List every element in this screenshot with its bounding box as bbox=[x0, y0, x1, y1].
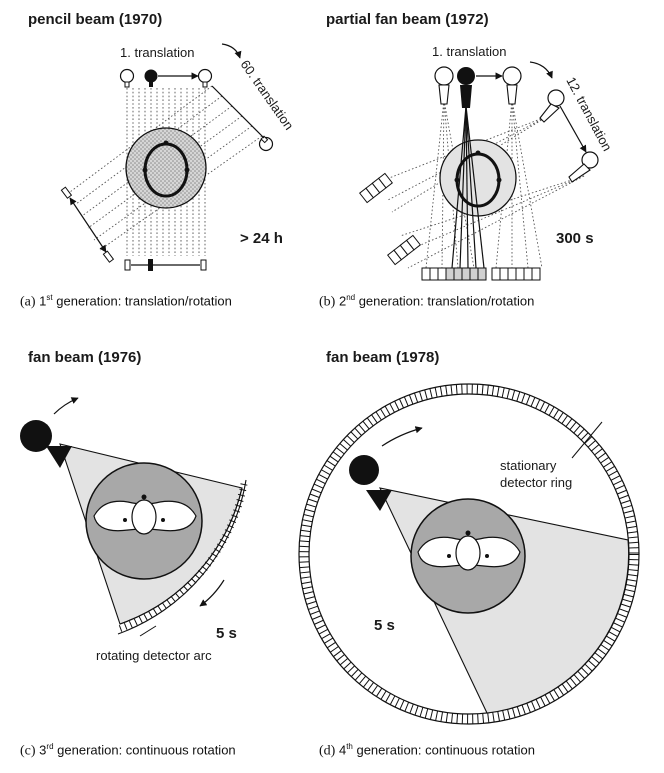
caption-d: (d) 4th generation: continuous rotation bbox=[319, 742, 535, 759]
panel-c-detector-label: rotating detector arc bbox=[96, 648, 212, 663]
panel-a-source-end bbox=[197, 68, 213, 88]
panel-b-time: 300 s bbox=[556, 230, 594, 247]
caption-a-suffix: st bbox=[46, 293, 53, 302]
panel-a-detector-rotated-arrow bbox=[69, 197, 107, 253]
caption-a-ordinal: 1 bbox=[39, 293, 47, 309]
panel-d-body-phantom bbox=[417, 530, 521, 571]
caption-c-letter: (c) bbox=[20, 743, 36, 759]
panel-a-detector-end bbox=[200, 259, 207, 271]
caption-c-text: generation: continuous rotation bbox=[53, 742, 236, 758]
panel-c-detector-pointer bbox=[139, 625, 157, 637]
caption-c-suffix: rd bbox=[46, 742, 54, 751]
panel-a-rotation-arrow bbox=[221, 43, 242, 59]
panel-a-detector-rotated-start bbox=[60, 186, 73, 199]
panel-c-body-phantom bbox=[93, 494, 197, 535]
panel-b-detector-rotated-2 bbox=[386, 234, 422, 266]
panel-a-source-start bbox=[119, 68, 135, 88]
panel-d-xray-source bbox=[349, 455, 392, 511]
panel-fan-beam-1976: fan beam (1976) rotating detector arc 5 … bbox=[20, 349, 248, 663]
panel-a-translation-label: 1. translation bbox=[120, 45, 194, 60]
panel-a-title: pencil beam (1970) bbox=[28, 11, 162, 28]
caption-b-suffix: nd bbox=[346, 293, 356, 302]
panel-b-detector-rotated-1 bbox=[358, 172, 394, 204]
panel-a-object-circle bbox=[125, 127, 207, 209]
panel-d-detector-label-line1: stationary bbox=[500, 458, 557, 473]
panel-b-rotation-label: 12. translation bbox=[563, 74, 615, 153]
panel-b-source-rotated-1 bbox=[539, 89, 565, 123]
panel-b-source-end bbox=[502, 66, 522, 105]
panel-b-rotated-path bbox=[559, 105, 587, 153]
panel-b-translation-label: 1. translation bbox=[432, 44, 506, 59]
caption-c: (c) 3rd generation: continuous rotation bbox=[20, 742, 236, 759]
caption-a-letter: (a) bbox=[20, 294, 36, 310]
panel-d-detector-label-line2: detector ring bbox=[500, 475, 572, 490]
caption-d-suffix: th bbox=[346, 742, 353, 751]
panel-c-rotation-arrow-top bbox=[53, 397, 79, 415]
panel-b-source-active bbox=[457, 67, 475, 108]
caption-c-ordinal: 3 bbox=[39, 742, 47, 758]
panel-a-rotated-path bbox=[211, 85, 265, 139]
panel-c-rotation-arrow-bottom bbox=[199, 579, 225, 607]
panel-a-source-rotated bbox=[258, 135, 274, 152]
caption-d-text: generation: continuous rotation bbox=[352, 742, 535, 758]
caption-d-ordinal: 4 bbox=[338, 742, 347, 758]
panel-c-time: 5 s bbox=[216, 625, 237, 642]
panel-d-title: fan beam (1978) bbox=[326, 349, 439, 366]
panel-b-active-fan bbox=[451, 105, 485, 269]
panel-a-time: > 24 h bbox=[240, 230, 283, 247]
panel-c-title: fan beam (1976) bbox=[28, 349, 141, 366]
caption-a-text: generation: translation/rotation bbox=[52, 293, 232, 309]
caption-b-letter: (b) bbox=[319, 294, 336, 310]
panel-b-source-rotated-2 bbox=[568, 151, 599, 183]
panel-b-detector-array bbox=[421, 267, 541, 281]
panel-a-rotation-label: 60. translation bbox=[238, 57, 297, 133]
caption-b: (b) 2nd generation: translation/rotation bbox=[319, 293, 534, 310]
panel-b-rotation-arrow bbox=[529, 61, 553, 79]
panel-a-detector-rotated-end bbox=[102, 250, 115, 263]
panel-d-time: 5 s bbox=[374, 617, 395, 634]
panel-c-xray-source bbox=[20, 420, 72, 468]
caption-b-ordinal: 2 bbox=[338, 293, 347, 309]
panel-b-source-start bbox=[434, 66, 454, 105]
panel-pencil-beam: pencil beam (1970) bbox=[28, 11, 297, 271]
panel-a-detector-start bbox=[124, 259, 131, 271]
panel-c-detector-arc bbox=[117, 479, 248, 635]
panel-a-source-active bbox=[144, 69, 158, 87]
caption-a: (a) 1st generation: translation/rotation bbox=[20, 293, 232, 310]
panel-d-rotation-arrow bbox=[381, 426, 423, 447]
panel-fan-beam-1978: fan beam (1978) stationary detector ring… bbox=[298, 349, 640, 725]
caption-b-text: generation: translation/rotation bbox=[355, 293, 535, 309]
caption-d-letter: (d) bbox=[319, 743, 336, 759]
panel-b-title: partial fan beam (1972) bbox=[326, 11, 489, 28]
panel-partial-fan-beam: partial fan beam (1972) bbox=[326, 11, 615, 281]
panel-d-detector-pointer bbox=[571, 421, 603, 459]
